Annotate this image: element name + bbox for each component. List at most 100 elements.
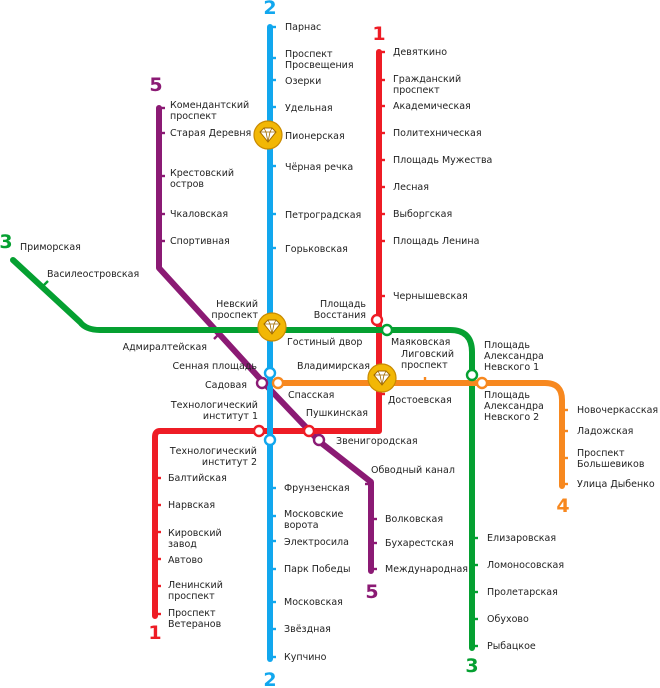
station-label-ladozhskaya: Ладожская: [577, 426, 633, 437]
station-label-sennaya: Сенная площадь: [173, 361, 258, 372]
line-number-5: 5: [365, 581, 378, 603]
station-label-lesnaya: Лесная: [393, 182, 429, 193]
transfer-markers: [252, 313, 489, 447]
transfer-circle: [302, 424, 316, 438]
station-label-pl-muzhestva: Площадь Мужества: [393, 155, 492, 166]
station-ticks: [41, 25, 568, 659]
line-numbers: 1 1 2 2 3 3 4 5 5: [0, 0, 570, 688]
station-label-baltiyskaya: Балтийская: [168, 473, 227, 484]
gem-icon: [257, 312, 287, 342]
station-label-proletarskaya: Пролетарская: [487, 587, 558, 598]
station-label-pushkinskaya: Пушкинская: [306, 408, 368, 419]
station-label-petrogradskaya: Петроградская: [285, 210, 361, 221]
station-label-chernyshevskaya: Чернышевская: [393, 291, 468, 302]
station-label-elektrosila: Электросила: [284, 537, 349, 548]
transfer-circle: [263, 366, 277, 380]
station-label-politekhnicheskaya: Политехническая: [393, 128, 482, 139]
station-label-sadovaya: Садовая: [205, 380, 247, 391]
station-label-vasileostrovskaya: Василеостровская: [47, 269, 139, 280]
transfer-circle: [370, 313, 384, 327]
station-label-narvskaya: Нарвская: [168, 500, 215, 511]
station-label-mayakovskaya: Маяковская: [391, 337, 450, 348]
station-label-frunzenskaya: Фрунзенская: [284, 483, 350, 494]
station-label-obukhovo: Обухово: [487, 614, 529, 625]
line-number-2: 2: [263, 0, 276, 19]
station-label-bukharestskaya: Бухарестская: [385, 538, 454, 549]
transfer-circle: [475, 376, 489, 390]
station-label-parnas: Парнас: [285, 22, 321, 33]
station-label-chkalovskaya: Чкаловская: [170, 209, 228, 220]
station-label-lomonosovskaya: Ломоносовская: [487, 560, 564, 571]
transfer-circle: [255, 376, 269, 390]
line-number-1: 1: [148, 622, 161, 644]
station-label-rybatskoe: Рыбацкое: [487, 641, 536, 652]
station-label-staraya-derevnya: Старая Деревня: [170, 128, 251, 139]
line-number-4: 4: [556, 495, 569, 517]
line-1: [152, 49, 382, 619]
station-label-obvodny: Обводный канал: [371, 465, 455, 476]
station-label-primorskaya: Приморская: [20, 242, 81, 253]
station-label-zvezdnaya: Звёздная: [284, 624, 331, 635]
line-number-1: 1: [372, 23, 385, 45]
station-label-admiralteyskaya: Адмиралтейская: [123, 342, 207, 353]
line-number-3: 3: [465, 655, 478, 677]
station-label-dybenko: Улица Дыбенко: [577, 479, 655, 490]
transfer-circle: [271, 376, 285, 390]
station-label-pl-lenina: Площадь Ленина: [393, 236, 479, 247]
line-number-5: 5: [149, 74, 162, 96]
gem-icon: [253, 120, 283, 150]
station-label-volkovskaya: Волковская: [385, 514, 443, 525]
station-label-devyatkino: Девяткино: [393, 47, 447, 58]
line-4: [267, 380, 565, 489]
gem-icon: [367, 363, 397, 393]
line-number-3: 3: [0, 231, 13, 253]
gem-icons: [253, 120, 397, 393]
station-label-chernaya-rechka: Чёрная речка: [285, 162, 353, 173]
station-label-avtovo: Автово: [168, 555, 203, 566]
station-tick: [41, 280, 49, 288]
station-label-vladimirskaya: Владимирская: [297, 361, 370, 372]
transfer-circle: [465, 368, 479, 382]
station-label-zvenigorodskaya: Звенигородская: [336, 436, 418, 447]
station-label-dostoevskaya: Достоевская: [388, 395, 452, 406]
station-label-akademicheskaya: Академическая: [393, 101, 471, 112]
station-label-udelnaya: Удельная: [285, 103, 333, 114]
station-label-sportivnaya: Спортивная: [170, 236, 230, 247]
station-label-vyborgskaya: Выборгская: [393, 209, 452, 220]
station-label-elizarovskaya: Елизаровская: [487, 533, 556, 544]
line-number-2: 2: [263, 669, 276, 688]
station-tick: [213, 333, 220, 340]
station-label-mezhdunarodnaya: Международная: [385, 564, 468, 575]
station-label-pionerskaya: Пионерская: [285, 131, 345, 142]
station-label-gostiny-dvor: Гостиный двор: [287, 337, 362, 348]
station-label-moskovskaya: Московская: [284, 597, 343, 608]
station-label-gorkovskaya: Горьковская: [285, 244, 348, 255]
station-label-novocherkasskaya: Новочеркасская: [577, 405, 658, 416]
transfer-circle: [312, 433, 326, 447]
station-label-spasskaya: Спасская: [288, 390, 334, 401]
station-label-ozerki: Озерки: [285, 76, 321, 87]
station-label-kupchino: Купчино: [284, 652, 327, 663]
transfer-circle: [263, 433, 277, 447]
transfer-circle: [380, 323, 394, 337]
station-label-park-pobedy: Парк Победы: [284, 564, 350, 575]
transfer-circle: [252, 424, 266, 438]
